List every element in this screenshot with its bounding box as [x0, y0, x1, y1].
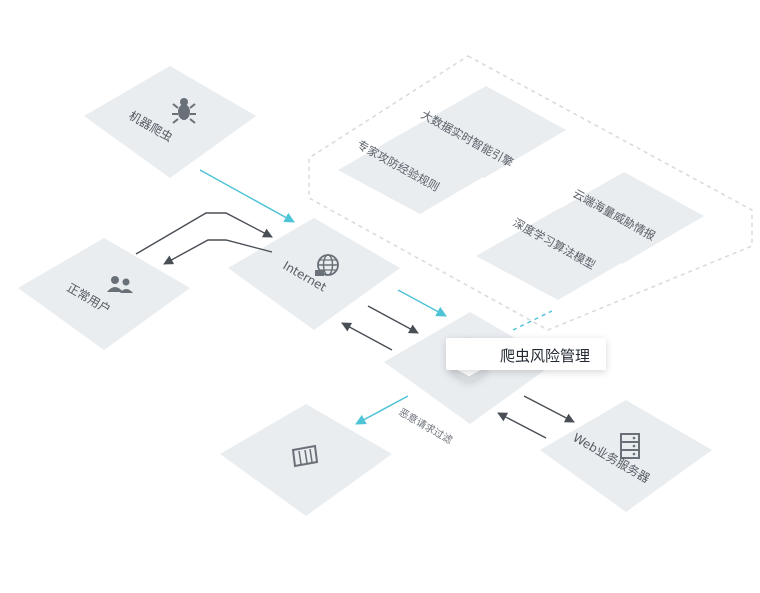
engine-tile-deeplearning: 深度学习算法模型 — [476, 208, 640, 300]
connector-internet-manager — [341, 289, 447, 351]
engine-tile-expert: 专家攻防经验规则 — [338, 122, 502, 214]
node-internet: Internet — [228, 218, 400, 330]
globe-icon — [315, 254, 339, 276]
trash-bin-icon — [291, 444, 319, 468]
manager-label: 爬虫风险管理 — [500, 347, 591, 365]
engine-platform — [308, 55, 753, 331]
connector-bot-internet — [199, 169, 295, 223]
users-icon — [107, 276, 133, 293]
node-web: Web业务服务器 — [540, 400, 712, 512]
node-filter — [220, 404, 392, 516]
server-icon — [620, 433, 640, 459]
connector-manager-web — [497, 395, 575, 439]
connector-user-internet — [135, 212, 273, 265]
connector-manager-engine — [512, 310, 553, 331]
node-user: 正常用户 — [18, 238, 190, 350]
manager-callout: 爬虫风险管理 — [446, 338, 606, 370]
bug-icon — [172, 98, 196, 124]
node-bot: 机器爬虫 — [84, 66, 256, 178]
connector-manager-filter: 恶意请求过滤 — [355, 395, 455, 447]
flow-label-filter: 恶意请求过滤 — [397, 405, 455, 446]
